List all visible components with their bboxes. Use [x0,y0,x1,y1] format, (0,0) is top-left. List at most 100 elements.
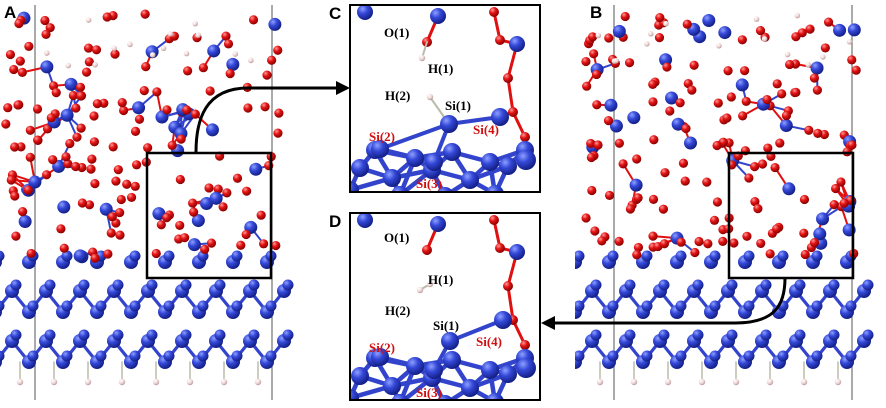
silicon-atom [27,300,39,312]
oxygen-atom [65,138,75,149]
oxygen-atom [830,183,841,194]
oxygen-atom [737,35,747,45]
silicon-atom [516,150,536,170]
oxygen-atom [188,198,198,208]
oxygen-atom [75,82,86,92]
oxygen-atom [718,236,728,246]
silicon-atom [430,216,446,232]
oxygen-atom [118,105,129,116]
silicon-atom [683,136,697,150]
oxygen-atom [587,185,597,196]
hydrogen-atom [834,378,842,386]
oxygen-atom [24,41,34,51]
oxygen-atom [712,140,722,151]
oxygen-atom [614,138,624,148]
hydrogen-atom [644,41,650,47]
silicon-atom [461,171,479,189]
oxygen-atom [823,17,834,27]
bond [506,76,515,114]
silicon-atom [847,23,861,37]
silicon-atom [351,367,369,385]
oxygen-atom [189,207,199,217]
silicon-atom [61,250,73,262]
hydrogen-atom [846,38,853,45]
oxygen-atom [6,175,16,185]
oxygen-atom [3,103,13,113]
oxygen-atom [422,245,432,255]
silicon-atom [0,300,5,312]
oxygen-atom [190,109,200,119]
silicon-atom [350,181,359,192]
oxygen-atom [681,123,691,134]
hydrogen-atom [248,57,254,64]
silicon-atom [692,279,704,291]
silicon-atom [248,329,260,341]
oxygen-atom [41,29,51,39]
hydrogen-atom [167,31,174,37]
silicon-atom [406,357,424,375]
silicon-atom [709,300,721,312]
silicon-atom [214,279,226,291]
silicon-atom [718,26,732,40]
oxygen-atom [809,73,819,83]
silicon-atom [200,196,214,210]
silicon-atom [658,279,670,291]
oxygen-atom [762,94,772,105]
silicon-atom [726,279,738,291]
silicon-atom [641,250,653,262]
silicon-atom [207,44,221,58]
silicon-atom [692,329,704,341]
oxygen-atom [489,7,499,17]
panel-label: D [329,212,341,231]
silicon-atom [810,61,824,75]
oxygen-atom [5,49,16,60]
silicon-atom [607,300,619,312]
oxygen-atom [740,66,750,76]
atom-label-si4: Si(4) [473,122,499,137]
hydrogen-atom [416,286,424,294]
atom-label-si2: Si(2) [369,340,395,355]
silicon-atom [163,250,175,262]
oxygen-atom [200,244,210,254]
oxygen-atom [45,23,55,33]
silicon-atom [282,329,294,341]
atom-label-si3: Si(3) [416,176,442,191]
silicon-atom [575,300,585,312]
silicon-atom [61,350,73,362]
panel-c: C O(1) H(1) H(2) Si(1) Si(2) Si(4) Si(3) [329,4,541,193]
oxygen-atom [753,204,763,214]
silicon-atom [44,329,56,341]
hydrogen-atom [613,57,619,64]
hydrogen-atom [195,32,202,38]
oxygen-atom [632,154,642,164]
oxygen-atom [775,138,785,148]
arrow-a-to-c [194,86,338,153]
silicon-atom [248,279,260,291]
oxygen-atom [61,152,71,162]
silicon-atom [499,365,517,383]
hydrogen-atom [794,12,801,19]
oxygen-atom [259,239,269,249]
oxygen-atom [130,126,141,136]
oxygen-atom [232,173,243,183]
silicon-atom [862,279,874,291]
oxygen-atom [218,202,228,212]
hydrogen-atom [805,61,811,68]
oxygen-atom [33,135,43,145]
oxygen-atom [106,228,116,238]
oxygen-atom [520,340,530,350]
oxygen-atom [132,160,142,170]
oxygen-atom [678,158,689,168]
oxygen-atom [604,190,615,200]
silicon-atom [430,8,446,24]
oxygen-atom [820,43,830,53]
oxygen-atom [675,98,685,108]
oxygen-atom [25,152,35,162]
oxygen-atom [41,170,52,180]
oxygen-atom [89,137,100,147]
oxygen-atom [110,49,120,59]
arrow-head-left-icon [541,316,555,330]
hydrogen-atom [596,378,604,386]
silicon-atom [73,249,87,263]
oxygen-atom [690,247,700,258]
